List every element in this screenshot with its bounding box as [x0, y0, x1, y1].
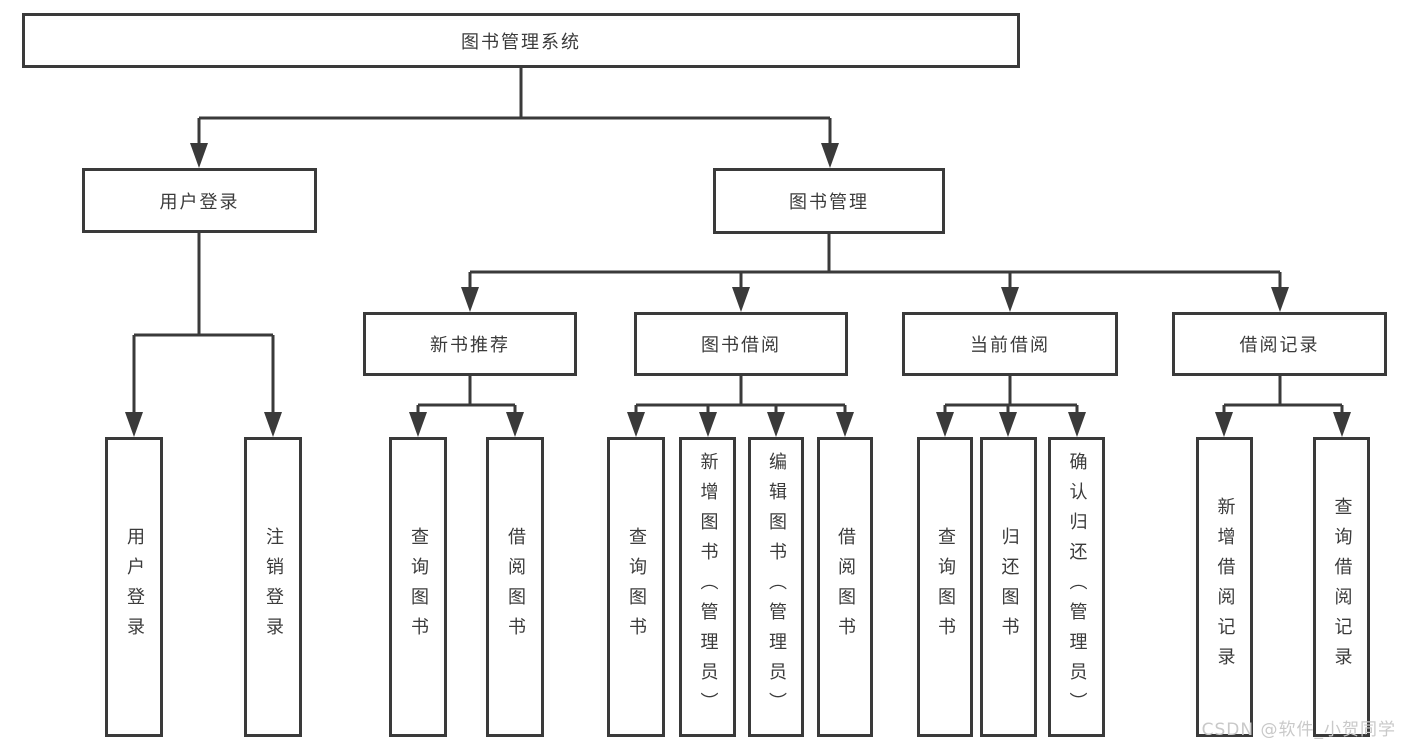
node-new-book-recommend: 新书推荐	[363, 312, 577, 376]
leaf-return-books: 归还图书	[980, 437, 1037, 737]
leaf-query-books-current: 查询图书	[917, 437, 973, 737]
leaf-borrow-books-borrowing: 借阅图书	[817, 437, 873, 737]
connector-segments	[132, 68, 1344, 416]
arrowheads	[125, 143, 1351, 437]
leaf-borrow-books-recommend: 借阅图书	[486, 437, 544, 737]
leaf-add-book-admin: 新增图书（管理员）	[679, 437, 736, 737]
node-user-login: 用户登录	[82, 168, 317, 233]
node-label: 借阅记录	[1239, 335, 1320, 356]
leaf-query-books-recommend: 查询图书	[389, 437, 447, 737]
node-borrowing-records: 借阅记录	[1172, 312, 1387, 376]
node-book-management: 图书管理	[713, 168, 945, 234]
node-label: 确认归还（管理员）	[1066, 452, 1088, 722]
node-label: 新增图书（管理员）	[697, 452, 719, 722]
node-label: 借阅图书	[835, 527, 856, 647]
node-label: 归还图书	[998, 527, 1020, 647]
leaf-logout: 注销登录	[244, 437, 302, 737]
node-label: 借阅图书	[505, 527, 526, 647]
leaf-confirm-return-admin: 确认归还（管理员）	[1048, 437, 1105, 737]
node-label: 图书管理系统	[461, 31, 581, 53]
node-root: 图书管理系统	[22, 13, 1020, 68]
csdn-watermark: CSDN @软件_小贺同学	[1201, 720, 1396, 740]
node-label: 用户登录	[159, 191, 240, 213]
node-label: 图书借阅	[701, 335, 781, 356]
node-label: 新书推荐	[430, 335, 510, 356]
node-label: 查询借阅记录	[1331, 497, 1353, 677]
leaf-query-borrow-record: 查询借阅记录	[1313, 437, 1370, 737]
leaf-user-login: 用户登录	[105, 437, 163, 737]
node-label: 新增借阅记录	[1214, 497, 1236, 677]
leaf-edit-book-admin: 编辑图书（管理员）	[748, 437, 804, 737]
node-label: 图书管理	[789, 192, 869, 213]
node-label: 当前借阅	[970, 335, 1050, 356]
node-label: 查询图书	[408, 527, 429, 647]
node-label: 编辑图书（管理员）	[766, 452, 787, 722]
node-book-borrowing: 图书借阅	[634, 312, 848, 376]
node-label: 用户登录	[124, 527, 145, 647]
leaf-add-borrow-record: 新增借阅记录	[1196, 437, 1253, 737]
leaf-query-books-borrowing: 查询图书	[607, 437, 665, 737]
node-label: 查询图书	[626, 527, 647, 647]
node-current-borrowing: 当前借阅	[902, 312, 1118, 376]
node-label: 注销登录	[263, 527, 284, 647]
node-label: 查询图书	[935, 527, 956, 647]
